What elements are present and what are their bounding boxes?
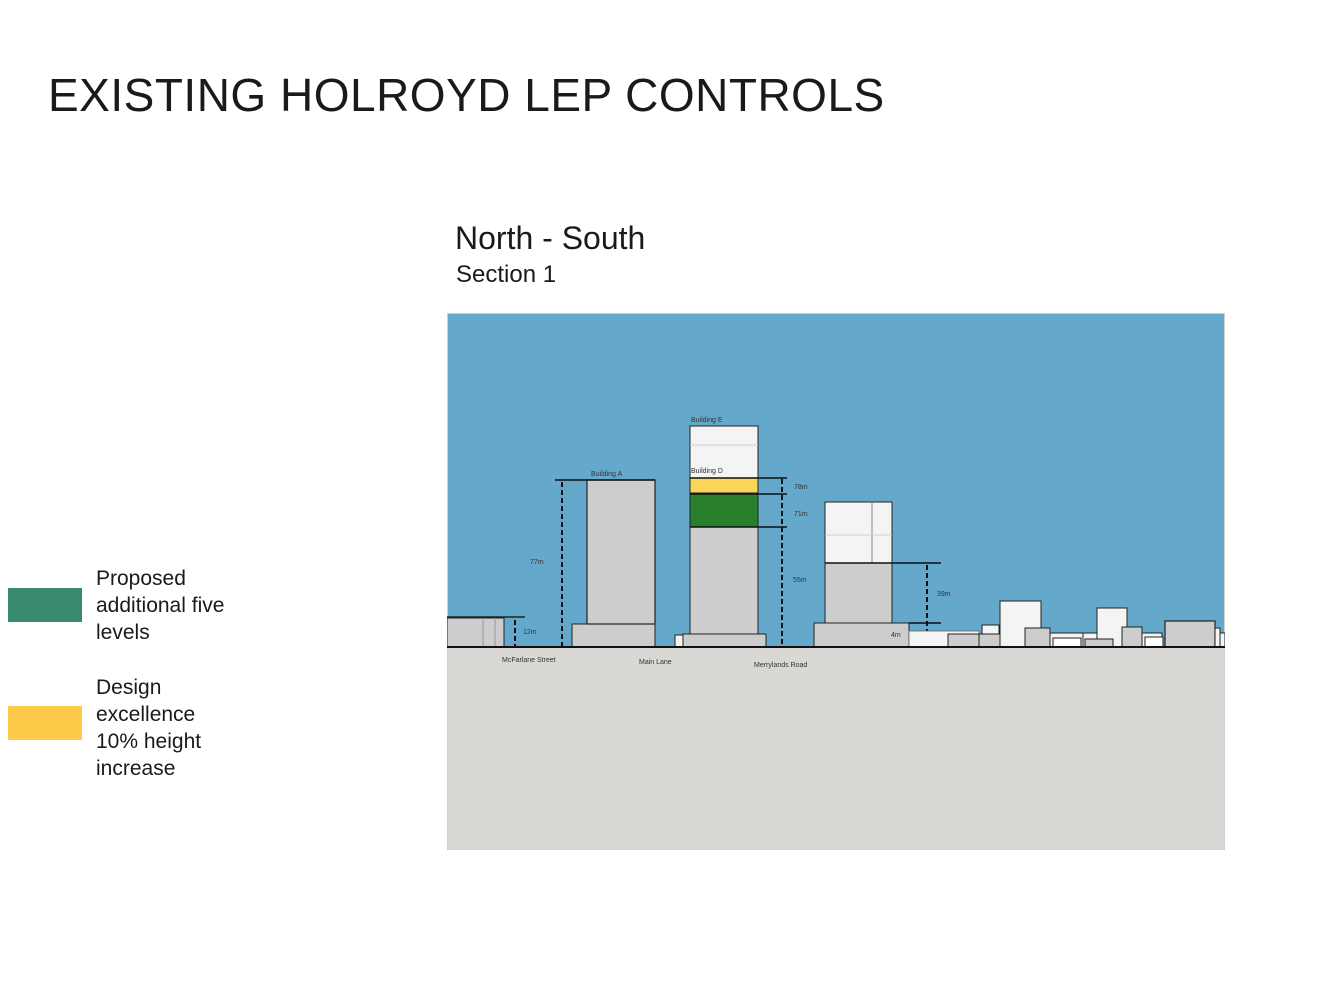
section-subheading: Section 1 (456, 261, 557, 288)
building-e-label: Building E (691, 417, 723, 424)
section-diagram-svg: 12m 77m Building A Building E Building D… (447, 313, 1225, 850)
height-label-4m: 4m (891, 632, 901, 639)
legend-swatch-yellow (8, 706, 82, 740)
low-building (1024, 627, 1051, 648)
street-label-mcfarlane: McFarlane Street (502, 657, 556, 664)
section-diagram: 12m 77m Building A Building E Building D… (447, 313, 1225, 850)
low-building (1214, 627, 1221, 648)
street-label-main-lane: Main Lane (639, 659, 672, 666)
building-55m-future (824, 501, 893, 564)
low-building (1052, 637, 1082, 648)
building-a-podium (571, 623, 656, 648)
legend-swatch-green (8, 588, 82, 622)
low-building (1144, 636, 1164, 648)
building-d-design-excellence (689, 477, 759, 494)
building-d-podium (682, 633, 767, 648)
low-building (1084, 638, 1114, 648)
ground (447, 647, 1225, 850)
low-building (947, 633, 981, 648)
building-a-tower (586, 479, 656, 625)
height-label-71m: 71m (794, 511, 808, 518)
building-d-tower (689, 526, 759, 635)
height-label-39m: 39m (937, 591, 951, 598)
small-structure (674, 634, 684, 648)
low-building (1121, 626, 1143, 648)
low-building (1219, 632, 1225, 648)
height-label-55m: 55m (793, 577, 807, 584)
height-label-12m: 12m (523, 629, 537, 636)
building-d-label: Building D (691, 468, 723, 475)
building-e (689, 425, 759, 479)
page-title: EXISTING HOLROYD LEP CONTROLS (48, 69, 885, 121)
legend-label: Proposed additional five levels (96, 567, 225, 644)
building-55m-tower (824, 562, 893, 624)
street-label-merrylands: Merrylands Road (754, 662, 807, 669)
height-label-78m: 78m (794, 484, 808, 491)
building-a-label: Building A (591, 471, 622, 478)
diagram-frame (447, 313, 1225, 850)
building-d-proposed-levels (689, 492, 759, 528)
low-building (1164, 620, 1216, 648)
legend-label: Design excellence 10% height increase (96, 676, 202, 780)
height-label-77m: 77m (530, 559, 544, 566)
section-heading: North - South (455, 220, 646, 256)
